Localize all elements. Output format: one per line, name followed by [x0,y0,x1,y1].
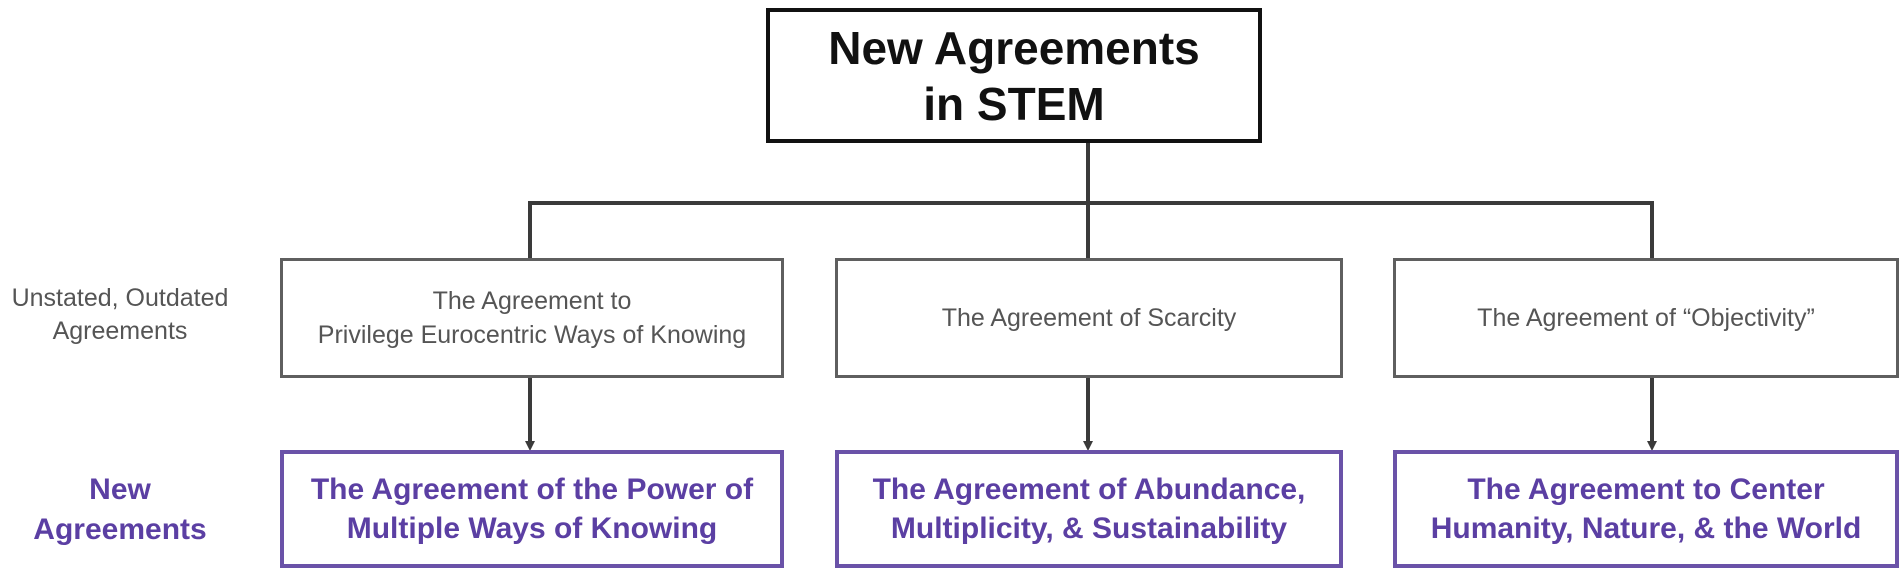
outdated-agreement-2-line1: The Agreement of Scarcity [941,304,1237,332]
row-label-new-line1: New [89,473,151,506]
row-label-outdated-line1: Unstated, Outdated [11,284,229,312]
root-title: New Agreements in STEM [828,20,1200,132]
outdated-agreement-scarcity: The Agreement of Scarcity [835,258,1343,378]
root-title-line1: New Agreements [828,21,1200,74]
row-label-new-line2: Agreements [33,513,207,546]
new-agreement-2-line1: The Agreement of Abundance, [872,473,1306,506]
new-agreement-multiple-ways: The Agreement of the Power of Multiple W… [280,450,784,568]
new-agreement-1-line1: The Agreement of the Power of [310,473,754,506]
new-agreement-3-line1: The Agreement to Center [1467,473,1825,506]
root-box: New Agreements in STEM [766,8,1262,143]
new-agreement-2-line2: Multiplicity, & Sustainability [890,512,1288,545]
root-title-line2: in STEM [923,77,1105,130]
row-label-new: New Agreements [10,470,230,550]
new-agreement-center-humanity: The Agreement to Center Humanity, Nature… [1393,450,1899,568]
outdated-agreement-1-line2: Privilege Eurocentric Ways of Knowing [317,321,747,349]
new-agreement-3-line2: Humanity, Nature, & the World [1430,512,1862,545]
row-label-outdated: Unstated, Outdated Agreements [0,282,240,348]
outdated-agreement-1-line1: The Agreement to [432,287,632,315]
row-label-outdated-line2: Agreements [52,317,188,345]
new-agreement-1-line2: Multiple Ways of Knowing [346,512,718,545]
new-agreement-abundance: The Agreement of Abundance, Multiplicity… [835,450,1343,568]
outdated-agreement-eurocentric: The Agreement to Privilege Eurocentric W… [280,258,784,378]
outdated-agreement-objectivity: The Agreement of “Objectivity” [1393,258,1899,378]
outdated-agreement-3-line1: The Agreement of “Objectivity” [1477,304,1815,332]
